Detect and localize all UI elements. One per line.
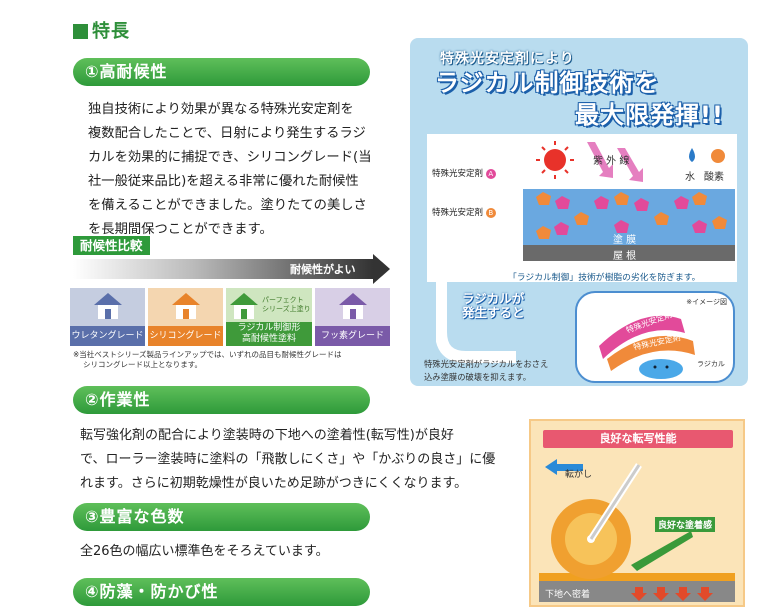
badge-b-icon: B (485, 208, 496, 218)
oxygen-icon (711, 149, 725, 163)
house-icon (230, 293, 258, 319)
page-heading: 特長 (73, 22, 130, 42)
panel-title-1: 特殊光安定剤により (440, 51, 575, 67)
body-line: 独自技術により効果が異なる特殊光安定剤を (88, 102, 354, 117)
grade-label: ラジカル制御形高耐候性塗料 (226, 322, 312, 346)
image-note: ※イメージ図 (686, 298, 727, 306)
oxygen-label: 酸素 (704, 172, 724, 183)
roof-label: 屋 根 (613, 251, 637, 262)
comparison-note: ※当社ベストシリーズ製品ラインアップでは、いずれの品目も耐候性グレードは シリコ… (73, 350, 342, 369)
roof-layer (523, 245, 735, 261)
coating-diagram: 特殊光安定剤 A 特殊光安定剤 B 紫 外 線 水 酸素 塗 膜 屋 根 (427, 134, 737, 282)
section-body-colors: 全26色の幅広い標準色をそろえています。 (80, 544, 329, 559)
uv-label: 紫 外 線 (593, 156, 630, 167)
body-line: 社一般従来品比)を超える非常に優れた耐候性 (88, 174, 359, 189)
sun-icon (536, 141, 574, 179)
panel-title-3: 最大限発揮!! (575, 101, 724, 129)
panel-note: 特殊光安定剤がラジカルをおさえ 込み塗膜の破壊を抑えます。 (424, 359, 549, 382)
badge-a-icon: A (485, 169, 496, 179)
water-drop-icon (689, 148, 695, 162)
arrow-label: 耐候性がよい (290, 263, 356, 276)
grade-card-radical: パーフェクトシリーズ上塗り ラジカル制御形高耐候性塗料 (226, 288, 312, 346)
radical-capture-svg (599, 315, 695, 379)
curved-arrow-icon (436, 282, 516, 363)
grade-label: シリコングレード (148, 326, 223, 346)
section-title-colors: ③豊富な色数 (73, 503, 370, 531)
radical-bubble: ※イメージ図 特殊光安定剤 特殊光安定剤 ラジカル (575, 291, 735, 383)
grade-label: フッ素グレード (315, 326, 390, 346)
roll-arrow-icon (545, 459, 583, 475)
body-line: 複数配合したことで、日射により発生するラジ (88, 126, 366, 141)
section-title-anti-algae: ④防藻・防かび性 (73, 578, 370, 606)
body-line: で、ローラー塗装時に塗料の「飛散しにくさ」や「かぶりの良さ」に優 (80, 452, 496, 467)
adhesion-label: 良好な塗着感 (655, 517, 716, 532)
body-line: 転写強化剤の配合により塗装時の下地への塗着性(転写性)が良好 (80, 428, 454, 443)
house-icon (172, 293, 200, 319)
weather-arrow-bar (73, 259, 373, 279)
grade-label: ウレタングレード (70, 326, 145, 346)
grade-card-fluorine: フッ素グレード (315, 288, 390, 346)
substrate-label: 下地へ密着 (545, 590, 591, 600)
stabilizer-a-shapes (536, 192, 727, 239)
section-title-weather-resistance: ①高耐候性 (73, 58, 370, 86)
coating-diagram-svg (523, 141, 735, 261)
transfer-panel: 良好な転写性能 転がし 良好な塗着感 下地へ密着 (529, 419, 745, 607)
stabilizer-b-label: 特殊光安定剤 B (432, 206, 496, 218)
house-icon (339, 293, 367, 319)
house-icon (94, 293, 122, 319)
roller-illustration (539, 459, 735, 602)
comparison-tag: 耐候性比較 (73, 236, 150, 255)
section-body-weather-resistance: 独自技術により効果が異なる特殊光安定剤を 複数配合したことで、日射により発生する… (88, 98, 408, 242)
adhesion-arrow-icon (631, 531, 693, 571)
diagram-caption: 「ラジカル制御」技術が樹脂の劣化を防ぎます。 (508, 273, 701, 283)
body-line: を長期間保つことができます。 (88, 222, 273, 237)
radical-occurs-label: ラジカルが発生すると (462, 291, 525, 320)
body-line: カルを効果的に捕捉でき、シリコングレード(当 (88, 150, 372, 165)
body-line: を備えることができました。塗りたての美しさ (88, 198, 367, 213)
water-label: 水 (685, 172, 695, 183)
roll-label: 転がし (565, 470, 593, 480)
stabilizer-b-shapes (554, 196, 707, 235)
uv-arrows (587, 142, 643, 182)
film-label: 塗 膜 (613, 235, 637, 246)
heading-square-icon (73, 24, 88, 39)
section-title-workability: ②作業性 (73, 386, 370, 414)
grade-card-silicon: シリコングレード (148, 288, 223, 346)
stabilizer-a-label: 特殊光安定剤 A (432, 167, 496, 179)
panel-title-2: ラジカル制御技術を (435, 69, 660, 97)
body-line: れます。さらに初期乾燥性が良いため足跡がつきにくくなります。 (80, 476, 468, 491)
radical-label: ラジカル (697, 360, 725, 368)
transfer-title: 良好な転写性能 (543, 430, 733, 448)
down-arrows-icon (631, 587, 713, 601)
grade-badge: パーフェクトシリーズ上塗り (262, 296, 311, 313)
radical-control-panel: 特殊光安定剤により ラジカル制御技術を 最大限発揮!! (410, 38, 748, 386)
section-body-workability: 転写強化剤の配合により塗装時の下地への塗着性(転写性)が良好 で、ローラー塗装時… (80, 424, 520, 496)
grade-card-urethane: ウレタングレード (70, 288, 145, 346)
paint-layer (539, 573, 735, 581)
arrow-right-icon (373, 254, 390, 284)
